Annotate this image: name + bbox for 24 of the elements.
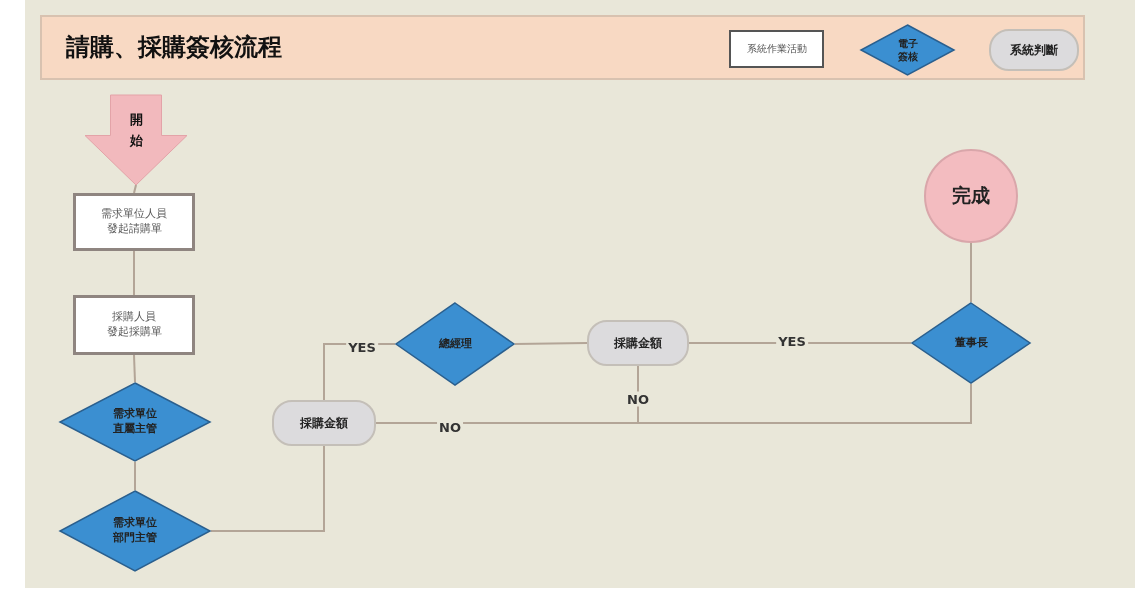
- connector-line: [133, 250, 135, 296]
- process-box: 採購人員發起採購單: [73, 295, 195, 355]
- decision-diamond: 需求單位直屬主管: [59, 382, 211, 462]
- connector-line: [134, 461, 136, 491]
- rounded-box: 採購金額: [272, 400, 376, 446]
- connector-line: [970, 242, 972, 303]
- decision-diamond: 董事長: [911, 302, 1031, 384]
- decision-diamond: 需求單位部門主管: [59, 490, 211, 572]
- legend-diamond: 電子簽核: [860, 24, 955, 76]
- rounded-box: 採購金額: [587, 320, 689, 366]
- edge-label: NO: [625, 391, 651, 407]
- connector-line: [133, 184, 137, 194]
- connector-line: [637, 365, 972, 424]
- connector-line: [210, 445, 325, 532]
- decision-diamond: 總經理: [395, 302, 515, 386]
- legend-box: 系統作業活動: [729, 30, 824, 68]
- connector-line: [514, 342, 588, 345]
- connector-line: [133, 354, 136, 383]
- header-band: [40, 15, 1085, 80]
- start-arrow: 開始: [85, 95, 187, 185]
- process-box: 需求單位人員發起請購單: [73, 193, 195, 251]
- edge-label: NO: [437, 419, 463, 435]
- legend-rounded-box: 系統判斷: [989, 29, 1079, 71]
- title: 請購、採購簽核流程: [66, 32, 282, 64]
